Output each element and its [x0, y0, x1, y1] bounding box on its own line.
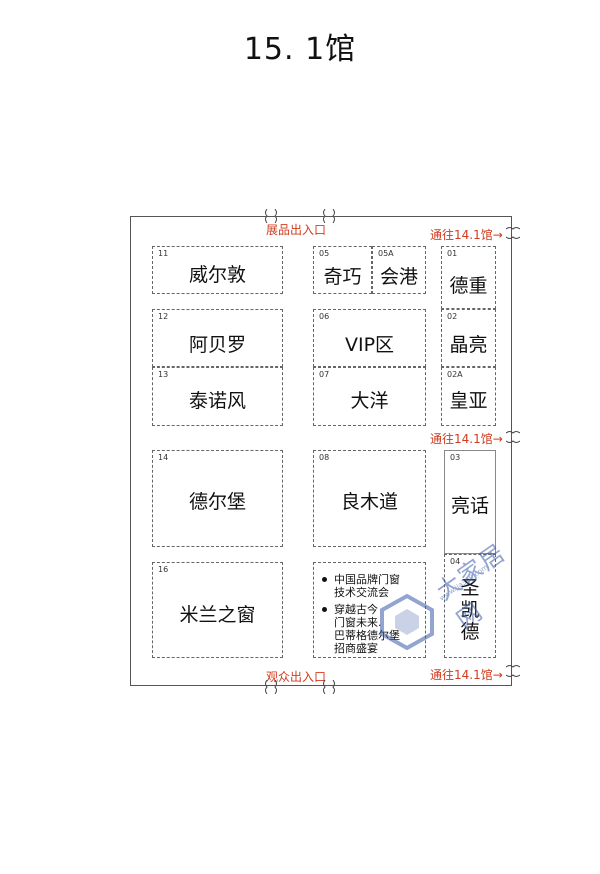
booth-name-char: 圣 — [460, 577, 480, 599]
passage-label-middle: 通往14.1馆→ — [430, 432, 503, 446]
passage-label-bottom: 通往14.1馆→ — [430, 668, 503, 682]
bullet-icon — [322, 607, 327, 612]
booth-name: 良木道 — [340, 491, 398, 513]
door-bottom-right-icon — [323, 680, 335, 694]
booth-number: 14 — [158, 453, 169, 462]
booth-05a[interactable]: 05A 会港 — [372, 246, 426, 294]
booth-name: 泰诺风 — [188, 390, 246, 412]
booth-01[interactable]: 01 德重 — [441, 246, 496, 309]
booth-number: 01 — [447, 249, 458, 258]
booth-number: 02 — [447, 312, 458, 321]
event-notes: 中国品牌门窗 技术交流会 穿越古今 门窗未来. 巴蒂格德尔堡 招商盛宴 — [320, 573, 400, 655]
booth-name: 亮话 — [450, 495, 489, 517]
event-note-line: 招商盛宴 — [334, 642, 378, 655]
door-bottom-left-icon — [265, 680, 277, 694]
booth-number: 11 — [158, 249, 169, 258]
passage-label-top: 通往14.1馆→ — [430, 228, 503, 242]
booth-name: 德重 — [449, 275, 488, 297]
booth-16[interactable]: 16 米兰之窗 — [152, 562, 283, 658]
event-booth[interactable]: 中国品牌门窗 技术交流会 穿越古今 门窗未来. 巴蒂格德尔堡 招商盛宴 — [313, 562, 426, 658]
booth-number: 03 — [450, 453, 461, 462]
booth-name: 奇巧 — [323, 266, 362, 288]
page-title: 15. 1馆 — [243, 32, 357, 67]
booth-02a[interactable]: 02A 皇亚 — [441, 367, 496, 426]
booth-04[interactable]: 04 圣 凯 德 — [444, 554, 496, 658]
booth-13[interactable]: 13 泰诺风 — [152, 367, 283, 426]
booth-11[interactable]: 11 威尔敦 — [152, 246, 283, 294]
booth-name-char: 凯 — [460, 599, 480, 621]
booth-08[interactable]: 08 良木道 — [313, 450, 426, 547]
booth-name: 阿贝罗 — [188, 334, 246, 356]
booth-number: 02A — [447, 370, 463, 379]
booth-number: 06 — [319, 312, 330, 321]
booth-06[interactable]: 06 VIP区 — [313, 309, 426, 367]
booth-name: 皇亚 — [449, 390, 488, 412]
event-note-1: 中国品牌门窗 技术交流会 — [320, 573, 400, 599]
side-door-top-icon — [506, 227, 520, 239]
booth-name: 德尔堡 — [188, 491, 246, 513]
booth-number: 13 — [158, 370, 169, 379]
hall-floor-plan: 11 威尔敦 12 阿贝罗 13 泰诺风 14 德尔堡 16 米兰之窗 05 奇… — [130, 216, 512, 686]
booth-name: 米兰之窗 — [179, 604, 256, 626]
booth-name: VIP区 — [344, 334, 395, 356]
bullet-icon — [322, 577, 327, 582]
booth-02[interactable]: 02 晶亮 — [441, 309, 496, 367]
booth-number: 05 — [319, 249, 330, 258]
booth-07[interactable]: 07 大洋 — [313, 367, 426, 426]
exhibit-entrance-label: 展品出入口 — [266, 223, 327, 237]
watermark: 大家居网 www.jia360.com — [378, 538, 528, 658]
side-door-middle-icon — [506, 431, 520, 443]
booth-number: 05A — [378, 249, 394, 258]
booth-number: 12 — [158, 312, 169, 321]
booth-name-char: 德 — [460, 621, 480, 643]
booth-name: 会港 — [379, 266, 418, 288]
event-note-line: 穿越古今 — [334, 603, 378, 616]
booth-03[interactable]: 03 亮话 — [444, 450, 496, 554]
booth-name: 大洋 — [350, 390, 389, 412]
event-note-line: 中国品牌门窗 — [334, 573, 400, 586]
booth-number: 04 — [450, 557, 461, 566]
booth-number: 08 — [319, 453, 330, 462]
watermark-logo-icon — [380, 593, 434, 650]
booth-name: 威尔敦 — [188, 264, 246, 286]
booth-number: 16 — [158, 565, 169, 574]
event-note-line: 门窗未来. — [334, 616, 382, 629]
booth-name: 圣 凯 德 — [445, 577, 495, 643]
visitor-entrance-label: 观众出入口 — [266, 670, 327, 684]
booth-14[interactable]: 14 德尔堡 — [152, 450, 283, 547]
event-note-line: 技术交流会 — [334, 586, 389, 599]
booth-12[interactable]: 12 阿贝罗 — [152, 309, 283, 367]
event-note-2: 穿越古今 门窗未来. 巴蒂格德尔堡 招商盛宴 — [320, 603, 400, 655]
booth-05[interactable]: 05 奇巧 — [313, 246, 372, 294]
booth-number: 07 — [319, 370, 330, 379]
booth-name: 晶亮 — [449, 334, 488, 356]
side-door-bottom-icon — [506, 665, 520, 677]
